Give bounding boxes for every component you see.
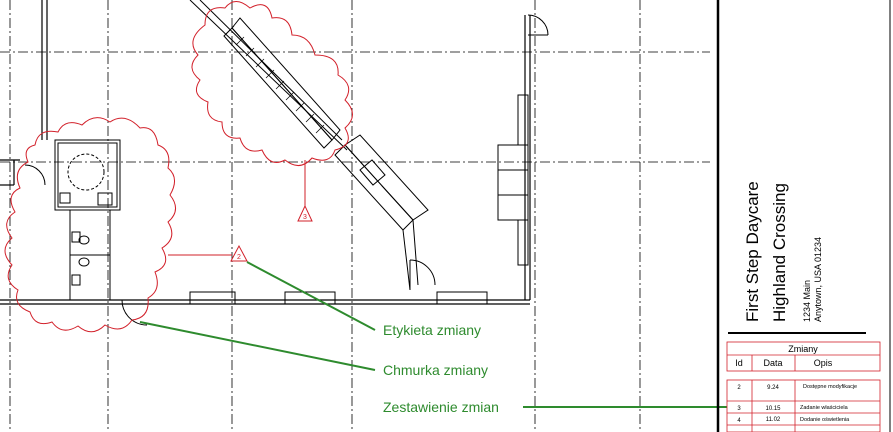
title-block: First Step Daycare Highland Crossing 123… (716, 0, 891, 432)
revision-schedule-header-description: Opis (814, 358, 833, 368)
revision-tag-3-number: 3 (303, 214, 307, 221)
revision-tags: 3 2 (168, 160, 313, 262)
row-description: Dostępne modyfikacje (803, 384, 857, 390)
row-date: 9.24 (767, 385, 779, 391)
restroom-block (24, 139, 148, 326)
callout-leaders (139, 261, 727, 408)
table-row: 2 9.24 Dostępne modyfikacje (737, 384, 857, 391)
table-row: 3 10.15 Zadanie właściciela (737, 405, 848, 412)
revision-clouds (4, 1, 353, 333)
revision-tag-3[interactable]: 3 (297, 204, 313, 222)
row-description: Zadanie właściciela (800, 405, 849, 411)
row-date: 10.15 (765, 406, 781, 412)
callout-revision-schedule-label: Zestawienie zmian (383, 399, 499, 415)
revision-cloud-upper (191, 1, 353, 166)
revision-schedule[interactable]: Zmiany Id Data Opis 2 9.24 Dostępne mody… (726, 341, 881, 432)
row-date: 11.02 (766, 417, 781, 423)
row-description: Dodanie oświetlenia (800, 417, 850, 423)
revision-tag-2[interactable]: 2 (230, 244, 248, 262)
row-id: 2 (737, 385, 741, 391)
right-wall-fixtures (497, 14, 549, 266)
address-line2: Anytown, USA 01234 (813, 237, 823, 322)
revision-schedule-header-date: Data (763, 358, 782, 368)
diagonal-ramp (189, 0, 436, 291)
revision-cloud-lower (4, 117, 176, 333)
row-id: 3 (737, 406, 741, 412)
revision-schedule-title: Zmiany (788, 344, 818, 354)
callout-revision-cloud-label: Chmurka zmiany (383, 362, 488, 378)
row-description-text: Dostępne modyfikacje (803, 384, 857, 390)
row-id: 4 (737, 418, 741, 424)
revision-schedule-header-id: Id (735, 358, 743, 368)
callout-revision-tag-label: Etykieta zmiany (383, 322, 481, 338)
grid-lines (0, 0, 710, 432)
project-name-line1: First Step Daycare (743, 181, 762, 322)
project-name-line2: Highland Crossing (770, 183, 789, 322)
table-row: 4 11.02 Dodanie oświetlenia (737, 417, 850, 424)
address-line1: 1234 Main (802, 280, 812, 322)
bottom-windows (189, 291, 488, 305)
revision-tag-2-number: 2 (237, 254, 241, 261)
